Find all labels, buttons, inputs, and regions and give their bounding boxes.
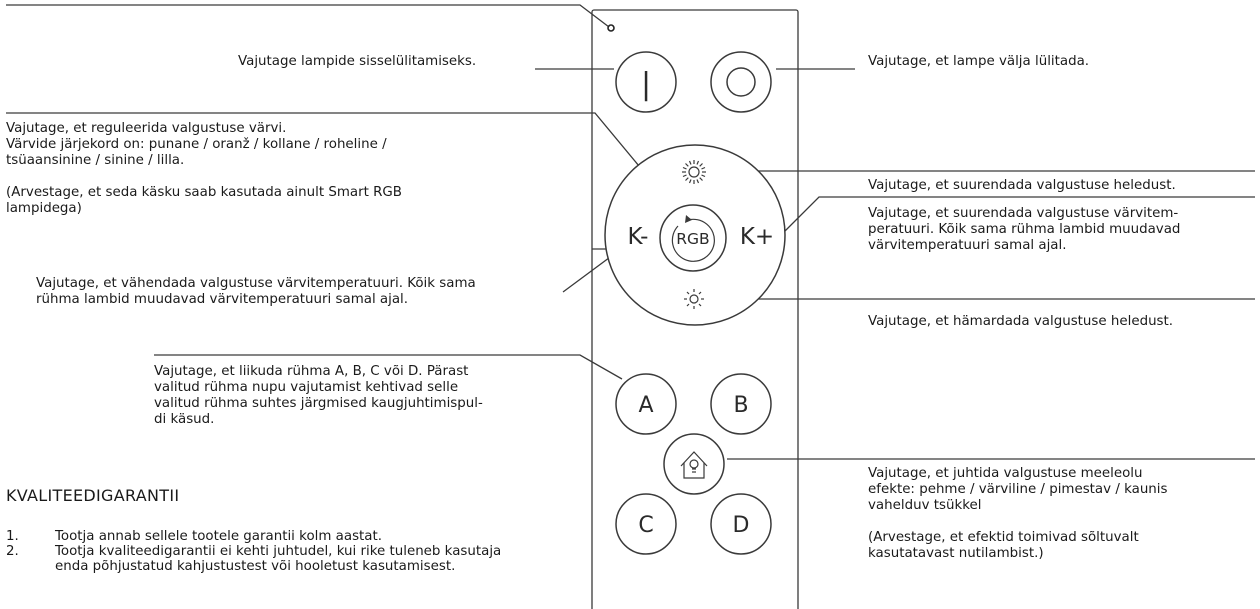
home-bulb-icon — [680, 451, 708, 479]
callout-rgb: Vajutage, et reguleerida valgustuse värv… — [6, 121, 402, 216]
group-c-label: C — [638, 513, 653, 538]
warranty-item-text: Tootja annab sellele tootele garantii ko… — [55, 529, 383, 544]
brightness-down-button[interactable] — [684, 289, 704, 309]
power-off-button[interactable] — [710, 51, 772, 113]
rgb-button[interactable]: RGB — [659, 204, 727, 272]
warranty-item-text: Tootja kvaliteedigarantii ei kehti juhtu… — [55, 544, 502, 574]
callout-power-on: Vajutage lampide sisselülitamiseks. — [238, 54, 477, 69]
group-c-button[interactable]: C — [615, 493, 677, 555]
leader-indicator — [6, 4, 610, 28]
power-on-icon: | — [641, 67, 651, 102]
remote-body — [591, 9, 799, 609]
mood-button[interactable] — [663, 433, 725, 495]
sun-icon — [682, 160, 706, 184]
callout-mood: Vajutage, et juhtida valgustuse meeleolu… — [868, 466, 1168, 561]
leader-kplus — [776, 196, 1255, 240]
dim-sun-icon — [684, 289, 704, 309]
warranty-item-number: 1. — [6, 529, 19, 544]
callout-k-minus: Vajutage, et vähendada valgustuse värvit… — [36, 276, 476, 307]
group-d-label: D — [733, 513, 750, 538]
group-b-label: B — [733, 393, 748, 418]
warranty-item: 2. Tootja kvaliteedigarantii ei kehti ju… — [6, 544, 526, 574]
rgb-cycle-icon — [671, 215, 715, 262]
callout-group: Vajutage, et liikuda rühma A, B, C või D… — [154, 364, 483, 427]
k-minus-button[interactable]: K- — [628, 224, 649, 250]
power-off-icon — [726, 67, 756, 97]
led-indicator-icon — [607, 24, 615, 32]
k-plus-button[interactable]: K+ — [740, 224, 774, 250]
callout-k-plus: Vajutage, et suurendada valgustuse värvi… — [868, 206, 1181, 253]
warranty-title: KVALITEEDIGARANTII — [6, 486, 180, 505]
leader-group — [154, 354, 623, 380]
warranty-item: 1. Tootja annab sellele tootele garantii… — [6, 529, 526, 544]
callout-power-off: Vajutage, et lampe välja lülitada. — [868, 54, 1090, 69]
group-b-button[interactable]: B — [710, 373, 772, 435]
rgb-label: RGB — [676, 230, 709, 248]
group-a-label: A — [638, 393, 653, 418]
callout-brightness-down: Vajutage, et hämardada valgustuse heledu… — [868, 314, 1174, 329]
group-a-button[interactable]: A — [615, 373, 677, 435]
warranty-item-number: 2. — [6, 544, 19, 559]
group-d-button[interactable]: D — [710, 493, 772, 555]
power-on-button[interactable]: | — [615, 51, 677, 113]
callout-brightness-up: Vajutage, et suurendada valgustuse heled… — [868, 178, 1176, 193]
brightness-up-button[interactable] — [682, 160, 706, 184]
warranty-list: 1. Tootja annab sellele tootele garantii… — [6, 529, 526, 574]
